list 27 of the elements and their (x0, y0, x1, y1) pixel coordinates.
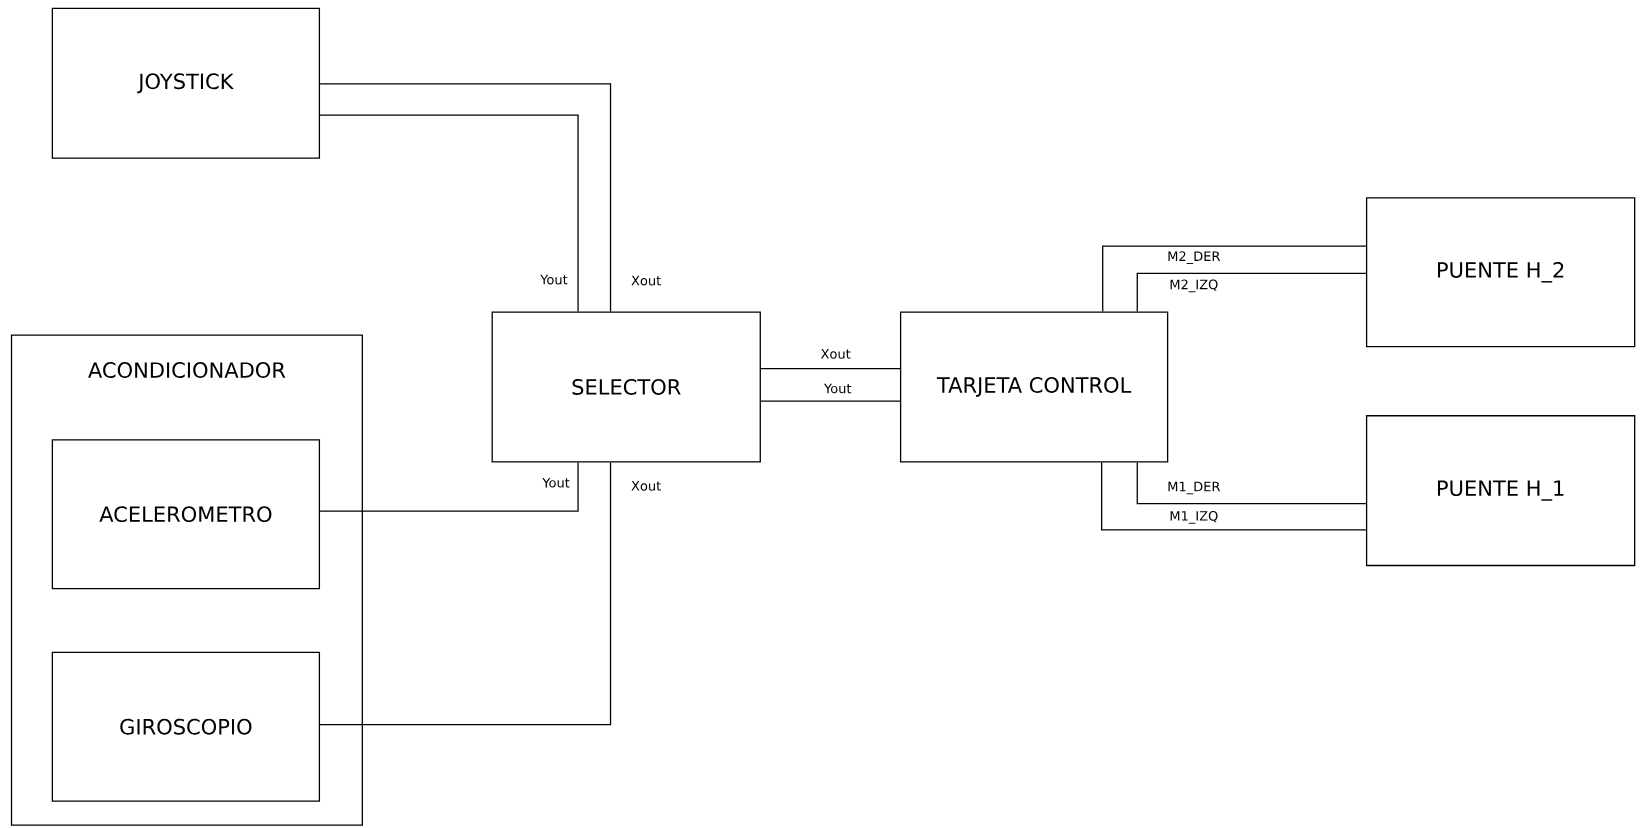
edge-label: Yout (541, 476, 571, 489)
edge-label: Yout (539, 273, 569, 286)
edge-label: Xout (630, 274, 663, 287)
connector-line (760, 367, 901, 370)
connector-line (319, 461, 612, 726)
connector-line (1136, 272, 1367, 312)
block-box: JOYSTICK (51, 7, 321, 159)
block-box: GIROSCOPIO (51, 651, 321, 802)
edge-label: Xout (630, 479, 663, 492)
block-box: ACELEROMETRO (51, 439, 321, 589)
connector-line (319, 82, 612, 312)
connector-line (760, 400, 901, 402)
block-box: PUENTE H_1 (1365, 414, 1636, 566)
edge-label: M2_IZQ (1168, 278, 1220, 294)
connector-line (1102, 245, 1367, 312)
edge-label: M1_DER (1166, 480, 1222, 496)
block-box: SELECTOR (491, 311, 761, 463)
edge-label: Xout (819, 347, 852, 360)
connector-line (319, 114, 579, 312)
connector-line (1101, 461, 1367, 531)
connector-line (1136, 461, 1367, 505)
block-box: PUENTE H_2 (1365, 197, 1636, 348)
edge-label: Yout (823, 382, 853, 395)
edge-label: M2_DER (1166, 250, 1222, 265)
edge-label: M1_IZQ (1168, 509, 1220, 525)
connector-line (319, 461, 579, 512)
block-box: TARJETA CONTROL (899, 311, 1169, 463)
